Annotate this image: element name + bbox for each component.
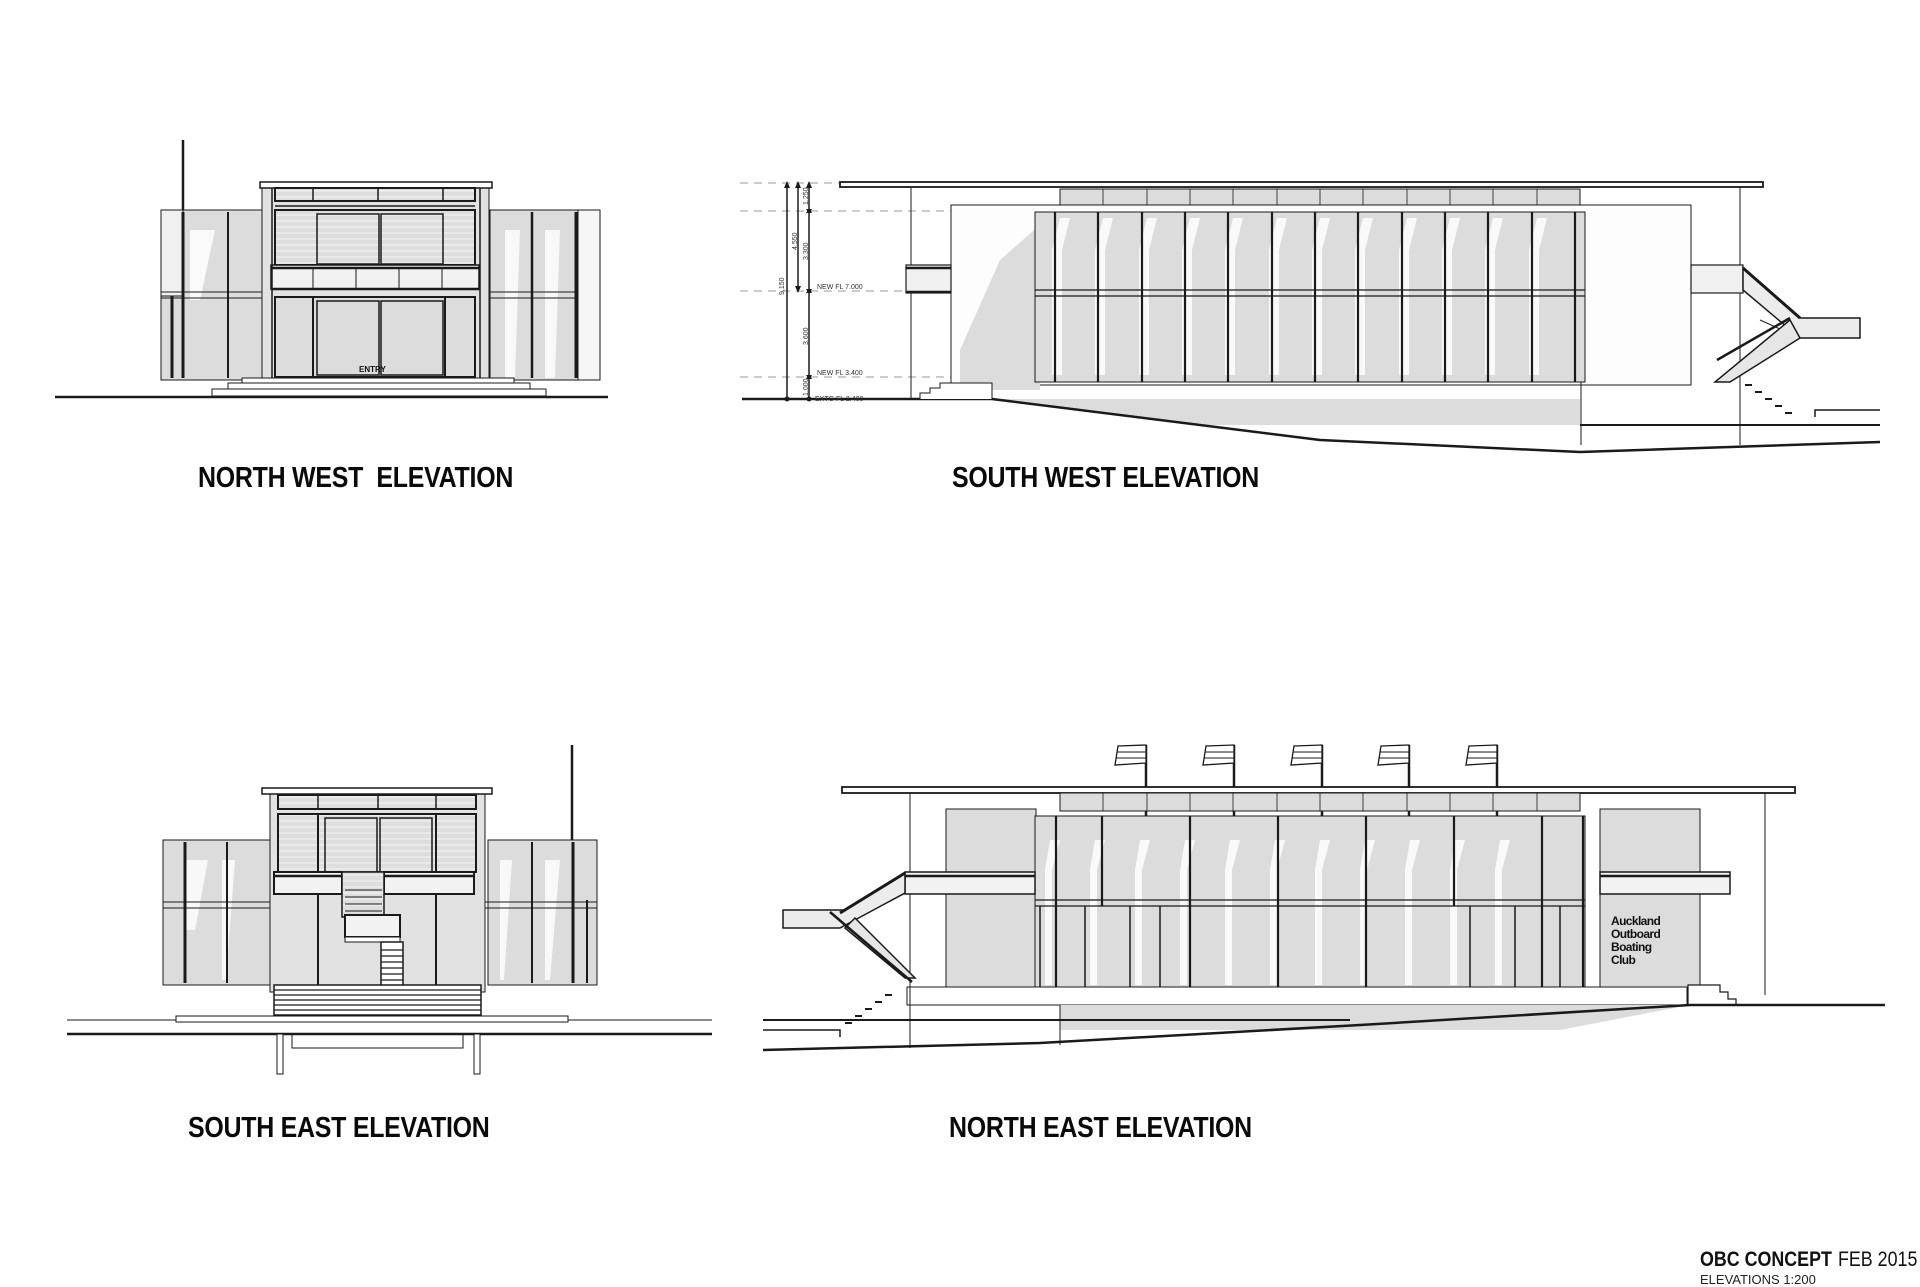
svg-text:3,300: 3,300 [803,242,810,260]
svg-text:4,550: 4,550 [792,232,799,250]
svg-text:Boating: Boating [1611,940,1652,954]
north-west-elevation-title: NORTH WEST ELEVATION [198,462,514,494]
svg-text:EXTG FL 2.400: EXTG FL 2.400 [815,396,863,403]
project-title: OBC CONCEPT [1700,1248,1832,1271]
title-block: OBC CONCEPT FEB 2015 [1700,1248,1920,1272]
north-east-elevation-title: NORTH EAST ELEVATION [949,1112,1252,1144]
svg-text:Club: Club [1611,953,1636,967]
svg-text:Outboard: Outboard [1611,927,1660,941]
svg-text:1,000: 1,000 [803,378,810,396]
svg-text:1,250: 1,250 [803,187,810,205]
north-west-elevation-drawing [55,140,608,399]
entry-label: ENTRY [359,365,386,374]
svg-text:NEW FL 7.000: NEW FL 7.000 [817,284,863,291]
svg-text:3,600: 3,600 [803,327,810,345]
south-east-elevation-drawing [67,745,712,1075]
svg-text:Auckland: Auckland [1611,914,1660,928]
club-signage: Auckland Outboard Boating Club [1611,914,1661,967]
south-east-elevation-title: SOUTH EAST ELEVATION [188,1112,490,1144]
south-west-elevation-drawing [740,181,1881,454]
svg-text:9,150: 9,150 [779,277,786,295]
svg-text:NEW FL 3.400: NEW FL 3.400 [817,370,863,377]
north-east-elevation-drawing [762,744,1885,1052]
sheet-date: FEB 2015 [1837,1248,1918,1271]
south-west-elevation-title: SOUTH WEST ELEVATION [952,462,1260,494]
south-west-dimension-labels: 9,150 4,550 1,250 3,300 3,600 1,000 NEW … [779,187,863,403]
